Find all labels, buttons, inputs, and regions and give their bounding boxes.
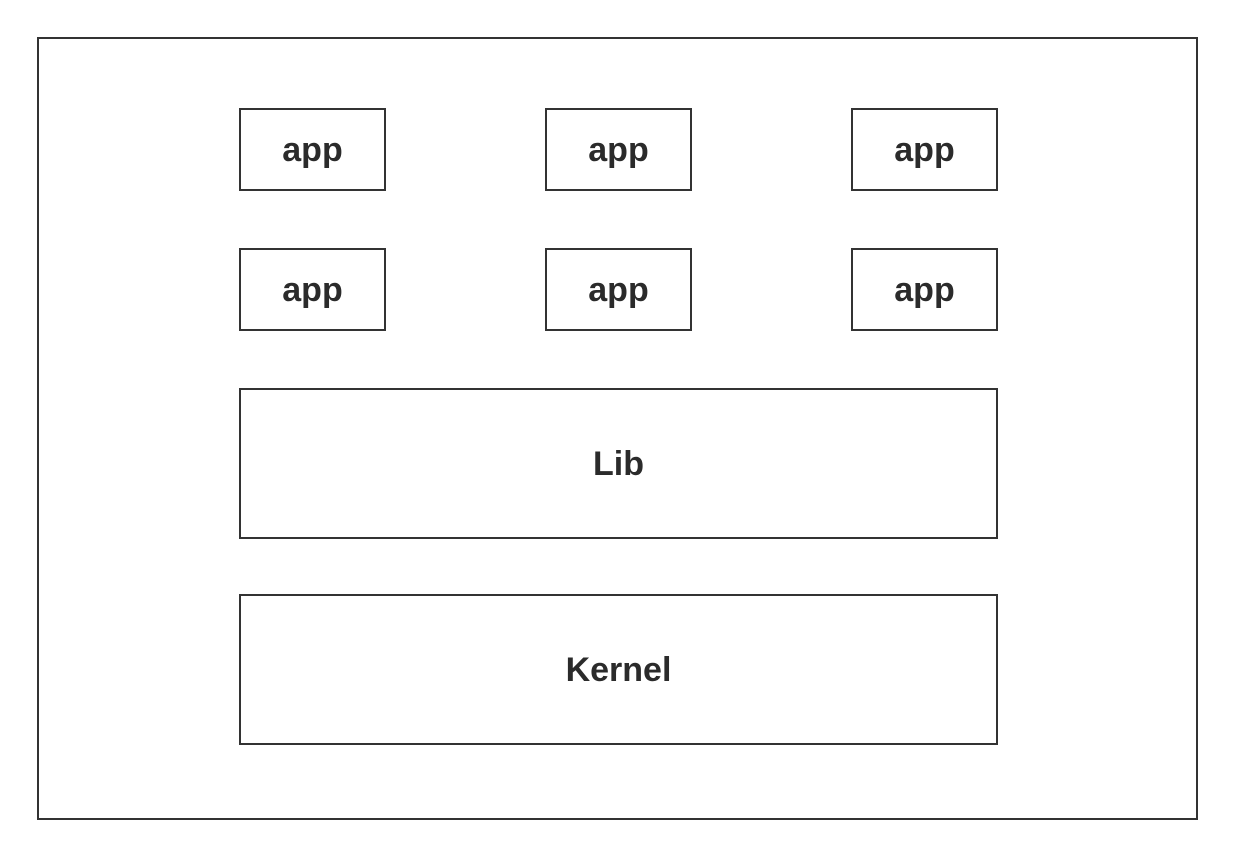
app-box: app (851, 248, 998, 331)
app-box: app (545, 248, 692, 331)
app-box: app (545, 108, 692, 191)
app-box: app (239, 108, 386, 191)
app-box: app (239, 248, 386, 331)
diagram-frame (37, 37, 1198, 820)
app-box: app (851, 108, 998, 191)
lib-layer: Lib (239, 388, 998, 539)
kernel-layer: Kernel (239, 594, 998, 745)
